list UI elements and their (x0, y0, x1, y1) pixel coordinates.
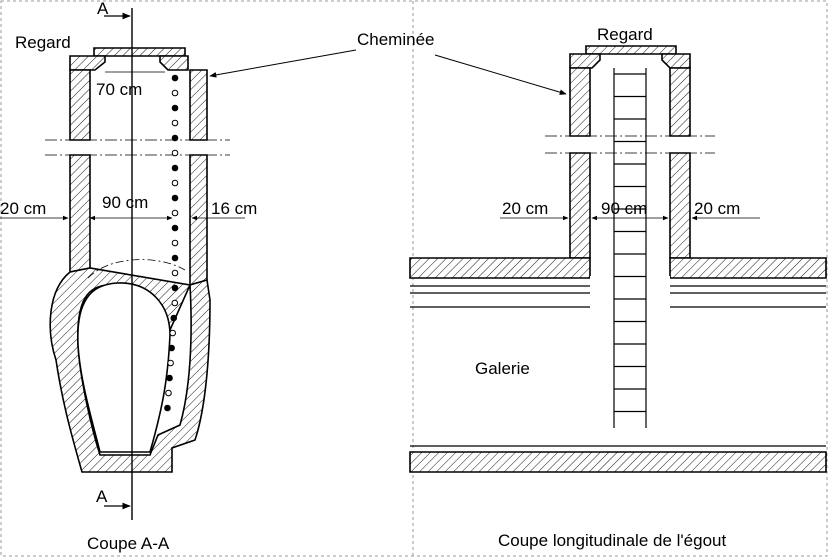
ladder-rung-dot (166, 374, 173, 382)
right-dim-left-label: 20 cm (502, 199, 548, 218)
left-gallery-void (77, 282, 171, 453)
ladder-rung-dot (165, 389, 172, 397)
right-section-view: 20 cm 90 cm 20 cm Regard Galerie Coupe l… (409, 25, 827, 550)
dim-top-label: 70 cm (96, 80, 142, 99)
cheminee-leader-left (209, 49, 357, 78)
ladder-rung-dot (168, 344, 175, 352)
gallery-top-slab-right (669, 257, 827, 279)
ladder-rung-dot (171, 299, 179, 307)
ladder-rung-dot (164, 404, 171, 412)
ladder-rung-dot (171, 74, 179, 82)
left-gallery-arc (87, 259, 186, 279)
ladder-rung-dot (171, 164, 179, 172)
dim-middle-label: 90 cm (102, 193, 148, 212)
ladder-rung-dot (171, 179, 179, 187)
left-shaft-wall-left-lower (69, 154, 91, 273)
left-section-view: A A 70 cm 20 cm 90 cm 16 cm Regard Coupe… (0, 0, 257, 553)
right-regard-cover (585, 45, 677, 55)
left-caption: Coupe A-A (87, 534, 170, 553)
section-mark-bottom: A (96, 487, 108, 506)
right-shaft-wall-left-lower (569, 152, 591, 259)
left-regard-frame (69, 55, 189, 71)
left-shaft-wall-left (69, 69, 91, 141)
gallery-slab-gap (590, 276, 670, 310)
ladder-rung-dot (171, 209, 179, 217)
cheminee-label: Cheminée (357, 30, 435, 49)
ladder-rung-dot (171, 194, 179, 202)
ladder-rung-dot (170, 314, 178, 322)
ladder-rung-dot (167, 359, 174, 367)
gallery-floor-slab (409, 451, 827, 473)
right-shaft-wall-right-lower (669, 152, 691, 259)
ladder-rung-dot (171, 269, 179, 277)
right-shaft-wall-left (569, 67, 591, 137)
cheminee-leader-right (434, 54, 567, 95)
left-regard-label: Regard (15, 33, 71, 52)
galerie-label: Galerie (475, 359, 530, 378)
ladder-rung-dot (169, 329, 176, 337)
right-regard-frame (569, 53, 691, 69)
right-shaft-wall-right (669, 67, 691, 137)
cheminee-callout: Cheminée (209, 30, 567, 95)
ladder-rung-dot (171, 224, 179, 232)
left-shaft-wall-right-lower (189, 154, 208, 287)
left-ladder-rungs (164, 74, 179, 412)
right-regard-label: Regard (597, 25, 653, 44)
section-mark-top: A (97, 0, 109, 18)
right-caption: Coupe longitudinale de l'égout (498, 531, 726, 550)
ladder-rung-dot (171, 134, 179, 142)
dim-right-label: 16 cm (211, 199, 257, 218)
ladder-rung-dot (171, 254, 179, 262)
left-shaft-wall-right (189, 69, 208, 141)
gallery-top-slab-left (409, 257, 591, 279)
ladder-rung-dot (171, 239, 179, 247)
dim-left-label: 20 cm (0, 199, 46, 218)
left-regard-cover (93, 47, 186, 57)
right-dim-right-label: 20 cm (694, 199, 740, 218)
ladder-rung-dot (171, 104, 179, 112)
right-dim-middle-label: 90 cm (601, 199, 647, 218)
right-ladder (613, 68, 647, 428)
ladder-rung-dot (171, 284, 179, 292)
ladder-rung-dot (171, 119, 179, 127)
ladder-rung-dot (171, 89, 179, 97)
ladder-rung-dot (171, 149, 179, 157)
